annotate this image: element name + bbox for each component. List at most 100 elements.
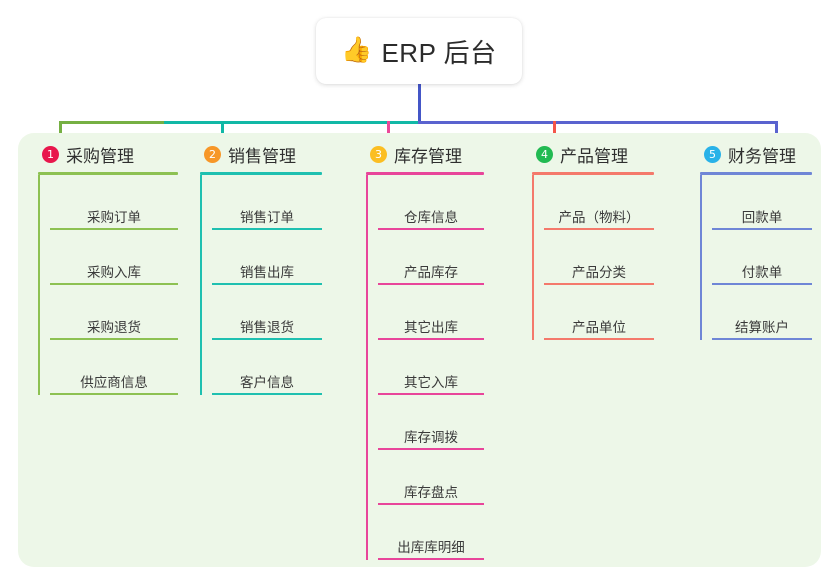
leaf-item-label: 产品库存 [404, 265, 458, 280]
leaf-item-label: 其它出库 [404, 320, 458, 335]
leaf-item-label: 产品单位 [572, 320, 626, 335]
branch-items-3: 仓库信息产品库存其它出库其它入库库存调拨库存盘点出库库明细 [366, 175, 484, 560]
root-node[interactable]: 👍 ERP 后台 [316, 18, 522, 84]
root-stem-line [418, 84, 421, 123]
branch-items-1: 采购订单采购入库采购退货供应商信息 [38, 175, 178, 395]
leaf-item-underline [378, 558, 484, 560]
leaf-item-label: 其它入库 [404, 375, 458, 390]
branch-underline-1 [38, 172, 178, 175]
leaf-item[interactable]: 结算账户 [712, 285, 812, 340]
leaf-item-label: 采购订单 [87, 210, 141, 225]
leaf-item-underline [378, 503, 484, 505]
thumbs-up-icon: 👍 [341, 35, 373, 64]
leaf-item-underline [712, 338, 812, 340]
leaf-item[interactable]: 客户信息 [212, 340, 322, 395]
branch-spine-1 [38, 175, 40, 395]
branch-title-1: 采购管理 [66, 146, 134, 166]
branch-header-5[interactable]: 5 财务管理 [700, 141, 812, 167]
branch-badge-4: 4 [536, 145, 553, 163]
leaf-item-underline [378, 393, 484, 395]
branch-underline-2 [200, 172, 322, 175]
leaf-item-label: 回款单 [741, 210, 783, 225]
leaf-item-label: 产品（物料） [558, 210, 640, 225]
leaf-item-underline [378, 283, 484, 285]
leaf-item-label: 库存调拨 [404, 430, 458, 445]
leaf-item[interactable]: 产品库存 [378, 230, 484, 285]
branch-title-5: 财务管理 [728, 146, 796, 166]
leaf-item[interactable]: 采购订单 [50, 175, 178, 230]
leaf-item-underline [544, 228, 654, 230]
leaf-item-label: 仓库信息 [404, 210, 458, 225]
branch-header-1[interactable]: 1 采购管理 [38, 141, 178, 167]
leaf-item[interactable]: 产品（物料） [544, 175, 654, 230]
leaf-item-label: 采购退货 [87, 320, 141, 335]
leaf-item-label: 出库库明细 [397, 540, 465, 555]
leaf-item-label: 产品分类 [572, 265, 626, 280]
leaf-item-underline [212, 338, 322, 340]
branch-underline-4 [532, 172, 654, 175]
leaf-item[interactable]: 销售出库 [212, 230, 322, 285]
leaf-item[interactable]: 销售订单 [212, 175, 322, 230]
branch-header-4[interactable]: 4 产品管理 [532, 141, 654, 167]
branch-column-1: 1 采购管理采购订单采购入库采购退货供应商信息 [38, 141, 178, 395]
leaf-item-label: 结算账户 [735, 320, 789, 335]
leaf-item[interactable]: 其它入库 [378, 340, 484, 395]
leaf-item[interactable]: 回款单 [712, 175, 812, 230]
leaf-item-label: 销售出库 [240, 265, 294, 280]
branch-title-3: 库存管理 [394, 146, 462, 166]
horizontal-bus-bar [59, 121, 778, 124]
branch-underline-5 [700, 172, 812, 175]
branch-spine-2 [200, 175, 202, 395]
leaf-item-underline [212, 283, 322, 285]
branch-column-3: 3 库存管理仓库信息产品库存其它出库其它入库库存调拨库存盘点出库库明细 [366, 141, 484, 560]
leaf-item[interactable]: 采购退货 [50, 285, 178, 340]
leaf-item[interactable]: 供应商信息 [50, 340, 178, 395]
leaf-item-underline [50, 283, 178, 285]
leaf-item-underline [712, 228, 812, 230]
branch-items-5: 回款单付款单结算账户 [700, 175, 812, 340]
leaf-item-label: 付款单 [741, 265, 783, 280]
branch-badge-2: 2 [204, 145, 221, 163]
branch-column-2: 2 销售管理销售订单销售出库销售退货客户信息 [200, 141, 322, 395]
leaf-item[interactable]: 采购入库 [50, 230, 178, 285]
leaf-item[interactable]: 销售退货 [212, 285, 322, 340]
leaf-item[interactable]: 库存盘点 [378, 450, 484, 505]
leaf-item-underline [378, 448, 484, 450]
leaf-item[interactable]: 出库库明细 [378, 505, 484, 560]
leaf-item[interactable]: 产品分类 [544, 230, 654, 285]
branch-spine-3 [366, 175, 368, 560]
leaf-item-underline [712, 283, 812, 285]
leaf-item[interactable]: 产品单位 [544, 285, 654, 340]
branch-column-5: 5 财务管理回款单付款单结算账户 [700, 141, 812, 340]
leaf-item-underline [50, 228, 178, 230]
diagram-panel [18, 133, 821, 567]
leaf-item[interactable]: 仓库信息 [378, 175, 484, 230]
branch-title-2: 销售管理 [228, 146, 296, 166]
leaf-item-underline [544, 283, 654, 285]
leaf-item-label: 采购入库 [87, 265, 141, 280]
branch-title-4: 产品管理 [560, 146, 628, 166]
leaf-item-underline [50, 393, 178, 395]
leaf-item-label: 供应商信息 [80, 375, 148, 390]
leaf-item-label: 客户信息 [240, 375, 294, 390]
leaf-item-label: 销售退货 [240, 320, 294, 335]
leaf-item[interactable]: 其它出库 [378, 285, 484, 340]
branch-spine-5 [700, 175, 702, 340]
branch-badge-1: 1 [42, 145, 59, 163]
branch-header-3[interactable]: 3 库存管理 [366, 141, 484, 167]
leaf-item[interactable]: 付款单 [712, 230, 812, 285]
branch-header-2[interactable]: 2 销售管理 [200, 141, 322, 167]
leaf-item[interactable]: 库存调拨 [378, 395, 484, 450]
branch-badge-5: 5 [704, 145, 721, 163]
branch-underline-3 [366, 172, 484, 175]
leaf-item-label: 库存盘点 [404, 485, 458, 500]
leaf-item-label: 销售订单 [240, 210, 294, 225]
branch-badge-3: 3 [370, 145, 387, 163]
branch-column-4: 4 产品管理产品（物料） 产品分类产品单位 [532, 141, 654, 340]
branch-spine-4 [532, 175, 534, 340]
leaf-item-underline [212, 393, 322, 395]
leaf-item-underline [378, 228, 484, 230]
leaf-item-underline [212, 228, 322, 230]
leaf-item-underline [378, 338, 484, 340]
leaf-item-underline [50, 338, 178, 340]
